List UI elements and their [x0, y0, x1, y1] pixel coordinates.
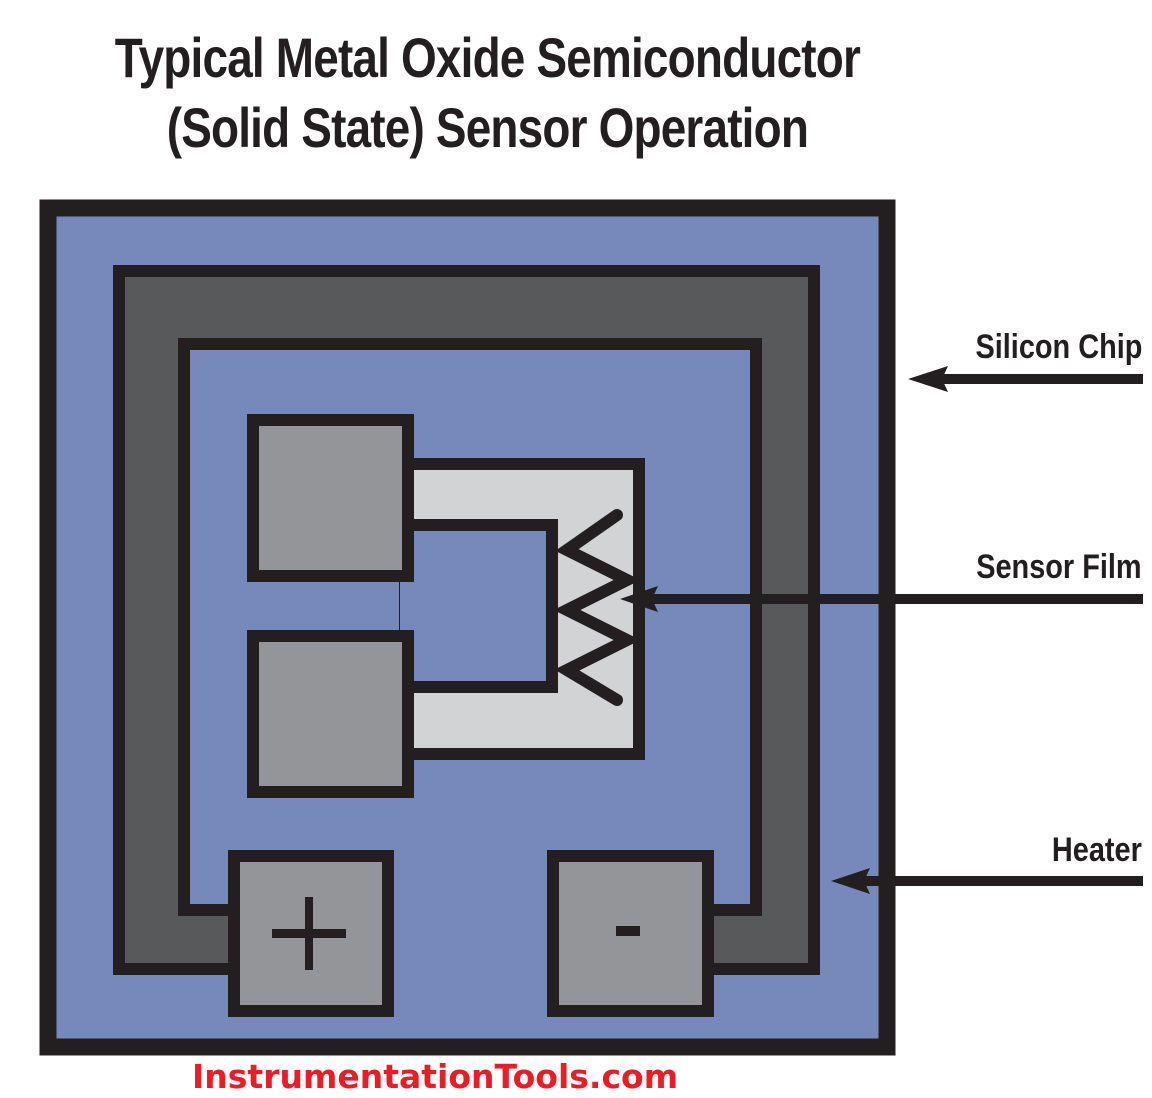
- minus-icon: [616, 926, 640, 936]
- label-silicon-chip: Silicon Chip: [975, 328, 1142, 366]
- heater-arrow: [831, 868, 1143, 894]
- resistor-zigzag: [553, 509, 641, 706]
- film-cutout: [399, 519, 558, 693]
- silicon-chip-arrow: [908, 366, 1143, 392]
- plus-icon: [272, 897, 346, 970]
- sensor-film-arrow: [620, 586, 1143, 612]
- title-line-2: (Solid State) Sensor Operation: [166, 96, 809, 159]
- label-sensor-film: Sensor Film: [976, 548, 1142, 586]
- label-heater: Heater: [1052, 831, 1142, 869]
- electrode-pad-top: [247, 414, 414, 582]
- title-line-1: Typical Metal Oxide Semiconductor: [114, 26, 861, 89]
- electrode-pad-bottom: [247, 630, 414, 798]
- watermark: InstrumentationTools.com: [192, 1057, 679, 1096]
- film-cutout-mask: [400, 531, 411, 681]
